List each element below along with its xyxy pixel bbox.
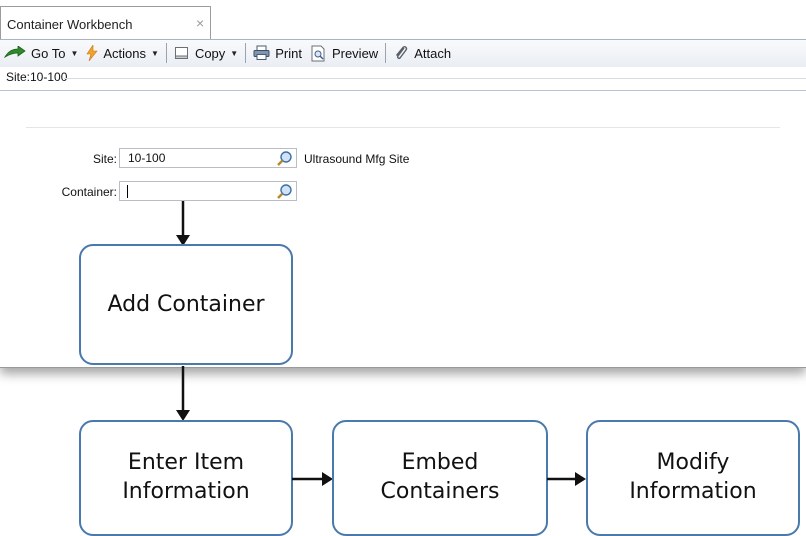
print-label: Print xyxy=(275,45,302,61)
site-field[interactable]: 10-100 xyxy=(119,148,297,168)
chevron-down-icon: ▼ xyxy=(70,48,79,58)
arrow-right-icon xyxy=(547,472,586,486)
close-icon[interactable]: × xyxy=(196,15,205,31)
embed-containers-label: Embed Containers xyxy=(380,450,500,504)
preview-label: Preview xyxy=(331,45,379,61)
toolbar: Go To ▼ Actions ▼ Copy ▼ xyxy=(0,39,806,91)
copy-label: Copy xyxy=(194,45,226,61)
lightning-icon xyxy=(86,45,98,61)
modify-information-label: Modify Information xyxy=(629,450,757,504)
text-cursor xyxy=(127,185,128,198)
toolbar-separator xyxy=(165,43,167,63)
embed-containers-box: Embed Containers xyxy=(332,420,548,536)
arrow-down-icon xyxy=(176,366,190,421)
arrow-right-icon xyxy=(292,472,333,486)
site-label: Site: xyxy=(92,152,117,166)
actions-button[interactable]: Actions ▼ xyxy=(82,42,163,64)
toolbar-separator xyxy=(385,43,387,63)
container-label: Container: xyxy=(61,185,117,199)
goto-arrow-icon xyxy=(4,46,26,59)
enter-item-information-box: Enter Item Information xyxy=(79,420,293,536)
chevron-down-icon: ▼ xyxy=(151,48,159,58)
attach-label: Attach xyxy=(414,45,452,61)
preview-icon xyxy=(311,45,325,61)
container-field[interactable] xyxy=(119,181,297,201)
enter-item-information-label: Enter Item Information xyxy=(122,450,250,504)
divider xyxy=(64,78,806,79)
attach-button[interactable]: Attach xyxy=(389,42,455,64)
site-strip: Site:10-100 xyxy=(0,67,806,90)
printer-icon xyxy=(253,45,270,60)
add-container-box: Add Container xyxy=(79,244,293,365)
site-value: 10-100 xyxy=(128,151,166,165)
search-icon[interactable] xyxy=(276,183,293,200)
tab-container-workbench[interactable]: Container Workbench × xyxy=(0,6,211,39)
modify-information-box: Modify Information xyxy=(586,420,800,536)
search-icon[interactable] xyxy=(276,150,293,167)
paperclip-icon xyxy=(396,46,408,60)
preview-button[interactable]: Preview xyxy=(306,42,382,64)
actions-label: Actions xyxy=(103,45,147,61)
goto-button[interactable]: Go To ▼ xyxy=(0,42,82,64)
goto-label: Go To xyxy=(31,45,66,61)
copy-icon xyxy=(174,47,188,59)
tab-bar: Container Workbench × xyxy=(0,0,806,39)
tab-label: Container Workbench xyxy=(7,17,133,32)
site-description: Ultrasound Mfg Site xyxy=(304,152,410,166)
arrow-down-icon xyxy=(176,201,190,246)
print-button[interactable]: Print xyxy=(249,42,306,64)
copy-button[interactable]: Copy ▼ xyxy=(170,42,242,64)
add-container-label: Add Container xyxy=(107,292,265,317)
toolbar-separator xyxy=(245,43,247,63)
divider xyxy=(26,127,780,128)
chevron-down-icon: ▼ xyxy=(230,48,239,58)
site-strip-label: Site:10-100 xyxy=(6,70,68,84)
